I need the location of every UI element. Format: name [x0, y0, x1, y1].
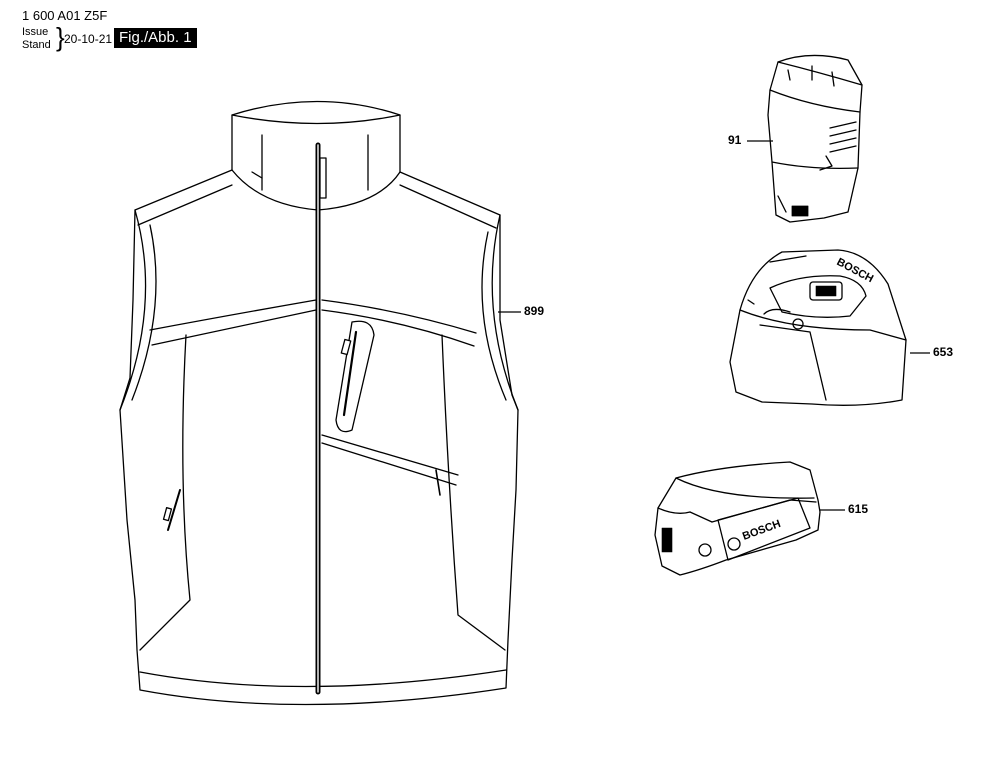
charger-illustration: [730, 250, 906, 405]
issue-label: Issue: [22, 26, 49, 38]
adapter-brand-text: BOSCH: [741, 518, 782, 543]
issue-date: 20-10-21: [64, 32, 113, 46]
callout-91: 91: [728, 133, 742, 147]
brace-symbol: }: [56, 22, 65, 52]
callout-653: 653: [933, 345, 954, 359]
figure-label: Fig./Abb. 1: [114, 28, 197, 48]
battery-illustration: [768, 55, 862, 222]
adapter-illustration: [655, 462, 820, 575]
stand-label: Stand: [22, 39, 51, 51]
vest-illustration: [120, 102, 518, 705]
part-number: 1 600 A01 Z5F: [22, 8, 108, 23]
issue-stand-labels: Issue Stand: [22, 26, 51, 52]
callout-615: 615: [848, 502, 869, 516]
callout-899: 899: [524, 304, 545, 318]
